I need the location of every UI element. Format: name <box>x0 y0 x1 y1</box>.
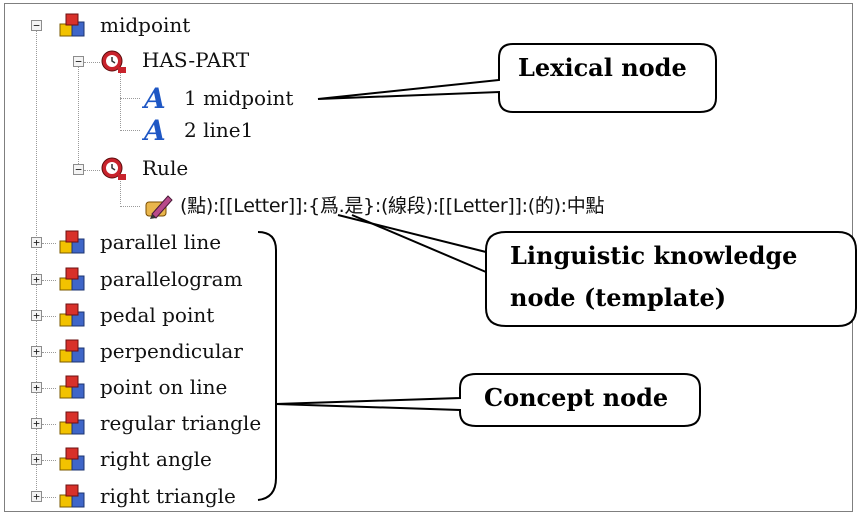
tree-node-template-rule[interactable]: (點):[[Letter]]:{爲.是}:(線段):[[Letter]]:(的)… <box>180 195 605 217</box>
concept-cube-icon <box>58 483 94 509</box>
tree-node-pedal-point[interactable]: pedal point <box>100 303 215 327</box>
lexical-node-callout-label: Lexical node <box>518 53 687 82</box>
template-pencil-icon <box>142 192 174 220</box>
expander-pedal-point[interactable]: + <box>31 310 42 321</box>
expander-regular-triangle[interactable]: + <box>31 418 42 429</box>
expander-parallelogram[interactable]: + <box>31 274 42 285</box>
concept-cube-icon <box>58 338 94 364</box>
svg-text:A: A <box>142 116 166 144</box>
tree-connector <box>42 497 56 498</box>
tree-node-has-part[interactable]: HAS-PART <box>142 48 250 72</box>
tree-node-right-angle[interactable]: right angle <box>100 447 212 471</box>
tree-connector <box>120 72 121 128</box>
tree-node-point-on-line[interactable]: point on line <box>100 375 228 399</box>
tree-connector <box>36 30 37 498</box>
tree-connector <box>120 98 140 99</box>
tree-connector <box>42 424 56 425</box>
lexical-letter-a-icon: A <box>142 84 174 112</box>
expander-perpendicular[interactable]: + <box>31 346 42 357</box>
tree-connector <box>42 280 56 281</box>
concept-node-callout-label: Concept node <box>484 383 669 412</box>
expander-rule[interactable]: − <box>73 164 84 175</box>
concept-cube-icon <box>58 410 94 436</box>
tree-node-lexical-1[interactable]: 1 midpoint <box>184 86 294 110</box>
linguistic-node-callout-label-line1: Linguistic knowledge <box>510 241 798 270</box>
tree-connector <box>120 206 140 207</box>
concept-cube-icon <box>58 266 94 292</box>
lexical-letter-a-icon: A <box>142 116 174 144</box>
tree-connector <box>120 178 121 204</box>
concept-cube-icon <box>58 374 94 400</box>
tree-node-lexical-2[interactable]: 2 line1 <box>184 118 254 142</box>
tree-connector <box>84 170 100 171</box>
tree-node-perpendicular[interactable]: perpendicular <box>100 339 243 363</box>
concept-cube-icon <box>58 302 94 328</box>
relation-clock-icon <box>100 49 128 75</box>
tree-node-rule[interactable]: Rule <box>142 156 189 180</box>
concept-cube-icon <box>58 446 94 472</box>
tree-connector <box>84 62 100 63</box>
expander-midpoint[interactable]: − <box>31 20 42 31</box>
expander-right-triangle[interactable]: + <box>31 491 42 502</box>
expander-has-part[interactable]: − <box>73 56 84 67</box>
tree-connector <box>78 62 79 172</box>
tree-connector <box>42 460 56 461</box>
expander-right-angle[interactable]: + <box>31 454 42 465</box>
tree-connector <box>42 388 56 389</box>
tree-connector <box>120 130 140 131</box>
concept-cube-icon <box>58 12 94 38</box>
svg-text:A: A <box>142 84 166 112</box>
tree-node-right-triangle[interactable]: right triangle <box>100 484 236 508</box>
tree-node-regular-triangle[interactable]: regular triangle <box>100 411 262 435</box>
relation-clock-icon <box>100 156 128 182</box>
tree-connector <box>42 243 56 244</box>
tree-node-parallel-line[interactable]: parallel line <box>100 230 222 254</box>
expander-point-on-line[interactable]: + <box>31 382 42 393</box>
expander-parallel-line[interactable]: + <box>31 237 42 248</box>
tree-connector <box>42 316 56 317</box>
linguistic-node-callout-label-line2: node (template) <box>510 283 727 312</box>
tree-node-midpoint[interactable]: midpoint <box>100 13 191 37</box>
tree-connector <box>42 352 56 353</box>
tree-node-parallelogram[interactable]: parallelogram <box>100 267 243 291</box>
concept-cube-icon <box>58 229 94 255</box>
